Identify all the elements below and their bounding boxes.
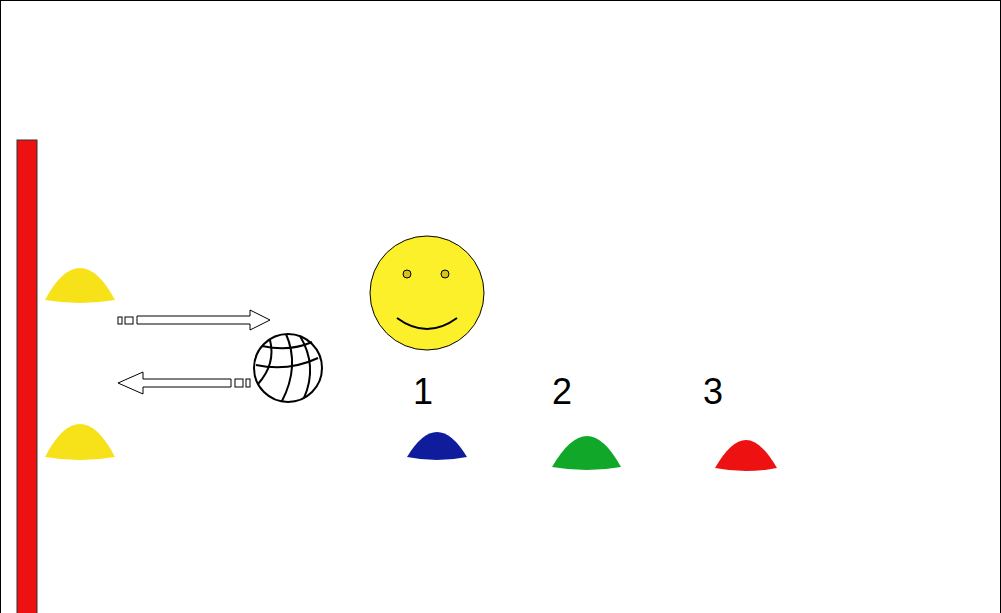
callout-slot: 1 <box>413 374 433 410</box>
smiley-player <box>370 236 484 350</box>
blue-cone <box>407 432 467 460</box>
yellow-cone <box>45 424 115 460</box>
wall-bar <box>17 140 37 613</box>
callout-number: 1 <box>413 374 433 410</box>
callout-slot: 2 <box>552 374 572 410</box>
callout-number: 2 <box>552 374 572 410</box>
yellow-cone <box>45 268 115 303</box>
volleyball <box>254 334 322 402</box>
red-cone <box>715 440 777 471</box>
pass-arrow-back <box>118 372 250 394</box>
pass-arrow-out <box>118 310 270 330</box>
callout-number: 3 <box>703 374 723 410</box>
callout-slot: 3 <box>703 374 723 410</box>
green-cone <box>552 436 621 470</box>
